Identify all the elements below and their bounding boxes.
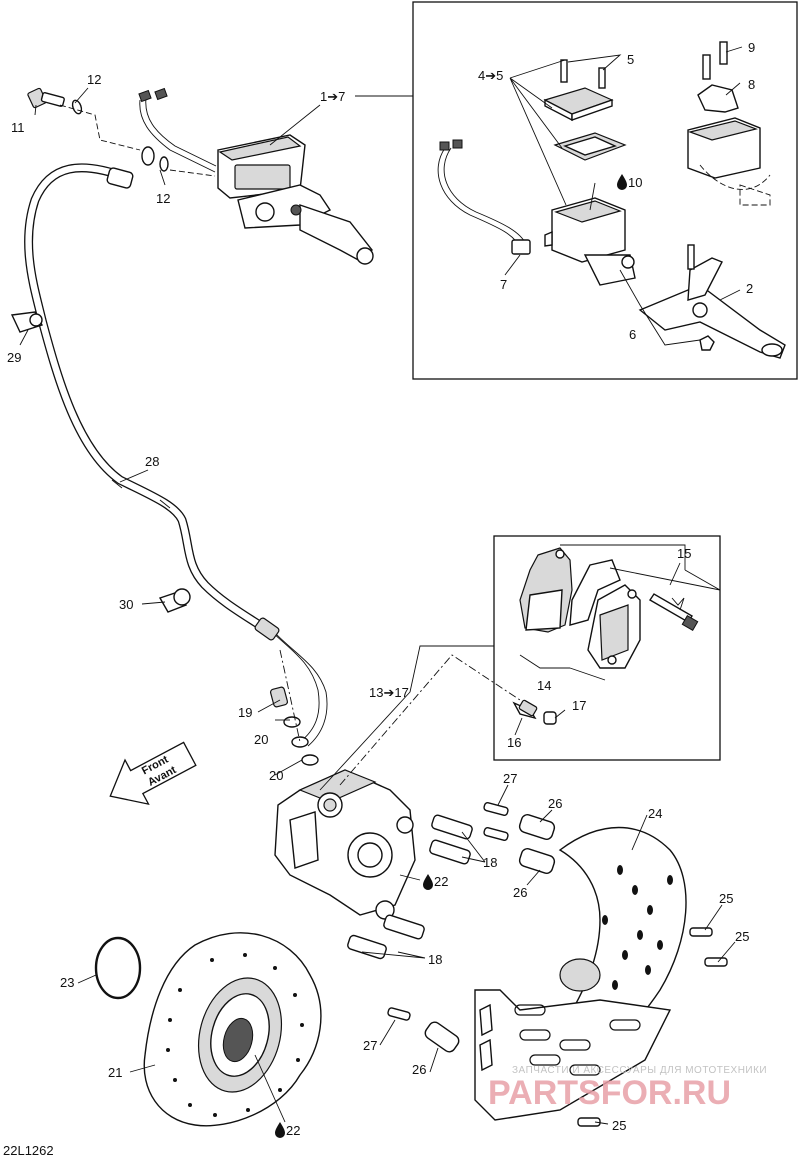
guard-screws xyxy=(387,802,509,1021)
reservoir-cover-screws xyxy=(560,59,606,89)
callout-20-bottom: 20 xyxy=(269,768,283,783)
watermark-brand: PARTSFOR.RU xyxy=(488,1074,731,1112)
callout-18-bottom: 18 xyxy=(428,952,442,967)
guard-bolts xyxy=(577,927,728,1127)
callout-22-disc: 22 xyxy=(286,1123,300,1138)
callout-4-5: 4➔5 xyxy=(478,68,503,83)
hose-clip xyxy=(10,311,44,333)
callout-6: 6 xyxy=(629,327,636,342)
disc-guard xyxy=(474,826,687,1121)
callout-15: 15 xyxy=(677,546,691,561)
leader-lines xyxy=(19,46,743,1125)
master-cylinder-body xyxy=(544,197,636,286)
callout-21: 21 xyxy=(108,1065,122,1080)
brake-pad-detail-box xyxy=(493,535,721,761)
callout-27-bottom: 27 xyxy=(363,1038,377,1053)
callout-12-bottom: 12 xyxy=(156,191,170,206)
callout-14: 14 xyxy=(537,678,551,693)
callout-26-top: 26 xyxy=(548,796,562,811)
drop-icon xyxy=(275,1122,285,1138)
bleeder-screw xyxy=(512,699,538,720)
callout-9: 9 xyxy=(748,40,755,55)
watermark: ЗАПЧАСТИ И АКСЕССУАРЫ ДЛЯ МОТОТЕХНИКИ PA… xyxy=(488,1065,767,1112)
banjo-bolt xyxy=(27,87,65,109)
callout-7: 7 xyxy=(500,277,507,292)
sealing-washer xyxy=(71,99,169,172)
callout-29: 29 xyxy=(7,350,21,365)
callout-25-top: 25 xyxy=(719,891,733,906)
front-arrow-icon: Front Avant xyxy=(109,741,197,806)
brake-lever xyxy=(638,244,786,359)
callout-28: 28 xyxy=(145,454,159,469)
guard-spacers xyxy=(424,814,556,1053)
reservoir-diaphragm xyxy=(553,132,627,161)
caliper-bolts xyxy=(347,814,473,960)
callout-24: 24 xyxy=(648,806,662,821)
callout-20-top: 20 xyxy=(254,732,268,747)
callout-13-17: 13➔17 xyxy=(369,685,409,700)
callout-8: 8 xyxy=(748,77,755,92)
clamp-bolts xyxy=(702,41,728,80)
callout-23: 23 xyxy=(60,975,74,990)
callout-2: 2 xyxy=(746,281,753,296)
brake-switch xyxy=(437,139,531,255)
callout-16: 16 xyxy=(507,735,521,750)
master-cylinder-reference xyxy=(687,117,771,206)
master-cylinder-assembly xyxy=(138,87,374,265)
callout-10: 10 xyxy=(628,175,642,190)
callout-12-top: 12 xyxy=(87,72,101,87)
callout-17: 17 xyxy=(572,698,586,713)
pad-spring xyxy=(569,559,621,626)
o-ring xyxy=(94,936,142,1000)
reservoir-cover xyxy=(543,87,614,122)
callout-1-7: 1➔7 xyxy=(320,89,345,104)
callout-26-middle: 26 xyxy=(513,885,527,900)
diagram-code: 22L1262 xyxy=(3,1143,54,1158)
hose-clamp xyxy=(158,588,191,613)
callout-30: 30 xyxy=(119,597,133,612)
callout-25-middle: 25 xyxy=(735,929,749,944)
callout-25-bottom: 25 xyxy=(612,1118,626,1133)
brake-disc xyxy=(143,932,322,1127)
drop-icon xyxy=(617,174,627,190)
callout-27-top: 27 xyxy=(503,771,517,786)
brake-hose xyxy=(24,163,328,747)
banjo-fitting xyxy=(269,686,319,766)
master-cylinder-detail-box xyxy=(412,1,798,380)
handlebar-clamp xyxy=(697,84,739,113)
brake-caliper xyxy=(274,769,416,920)
callout-22-caliper: 22 xyxy=(434,874,448,889)
lever-pivot-nut xyxy=(699,335,715,351)
callout-26-bottom: 26 xyxy=(412,1062,426,1077)
callout-19: 19 xyxy=(238,705,252,720)
pad-pin-and-clip xyxy=(649,593,699,632)
callout-labels: 1➔7 12 11 12 29 28 30 4➔5 5 9 8 10 7 2 6… xyxy=(7,40,755,1138)
callout-5: 5 xyxy=(627,52,634,67)
brake-pad-set xyxy=(519,547,641,669)
drop-icon xyxy=(423,874,433,890)
callout-11: 11 xyxy=(11,120,25,135)
callout-18-top: 18 xyxy=(483,855,497,870)
watermark-tagline: ЗАПЧАСТИ И АКСЕССУАРЫ ДЛЯ МОТОТЕХНИКИ xyxy=(512,1065,767,1076)
bleeder-cap xyxy=(543,711,557,725)
